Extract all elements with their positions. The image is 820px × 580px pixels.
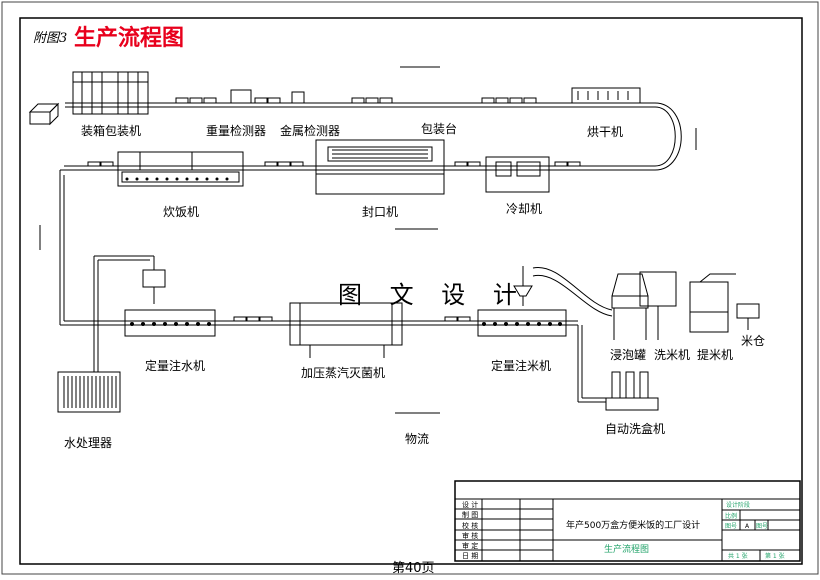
label-packing-table: 包装台 <box>421 122 458 136</box>
tb-scale-label: 比例 <box>725 513 738 520</box>
label-logistics: 物流 <box>405 432 430 446</box>
label-rice-washer: 洗米机 <box>654 348 691 362</box>
tb-sheet-label-2: 图号 <box>756 523 769 530</box>
tb-row-draw: 制 图 <box>462 511 479 519</box>
tb-sheet-label: 图号 <box>725 523 738 530</box>
label-cooling-machine: 冷却机 <box>506 202 543 216</box>
tb-project-title: 年产500万盒方便米饭的工厂设计 <box>566 521 701 531</box>
label-weight-detector: 重量检测器 <box>206 124 267 138</box>
label-soaking-tank: 浸泡罐 <box>610 348 647 362</box>
watermark-text: 图 文 设 计 <box>338 281 527 309</box>
label-rice-cooker: 炊饭机 <box>163 205 200 219</box>
tb-sheet-letter: A <box>745 523 750 530</box>
inner-border <box>19 17 803 565</box>
tb-row-review: 审 核 <box>462 532 479 540</box>
label-sealing-machine: 封口机 <box>362 205 399 219</box>
tb-row-approve: 审 定 <box>462 542 479 550</box>
page-title: 生产流程图 <box>74 25 185 51</box>
page-number: 第40页 <box>392 561 435 576</box>
tb-drawing-name: 生产流程图 <box>604 545 650 555</box>
label-water-treatment: 水处理器 <box>64 436 113 450</box>
label-tray-washer: 自动洗盒机 <box>605 422 666 436</box>
label-dryer: 烘干机 <box>587 125 624 139</box>
label-rice-bin: 米仓 <box>741 334 766 348</box>
label-rice-lifter: 提米机 <box>697 348 734 362</box>
label-packing-machine: 装箱包装机 <box>81 124 142 138</box>
tb-total-sheets: 共 1 张 <box>728 553 748 560</box>
tb-row-date: 日 期 <box>462 552 479 560</box>
label-rice-doser: 定量注米机 <box>491 359 552 373</box>
figure-tag: 附图3 <box>33 31 68 46</box>
tb-design-stage: 设计阶段 <box>726 502 751 509</box>
tb-sheet-no: 第 1 张 <box>765 553 785 560</box>
label-pressure-sterilizer: 加压蒸汽灭菌机 <box>301 366 386 380</box>
tb-row-check: 校 核 <box>462 522 479 530</box>
tb-row-design: 设 计 <box>462 501 479 509</box>
label-water-doser: 定量注水机 <box>145 359 206 373</box>
label-metal-detector: 金属检测器 <box>280 124 341 138</box>
